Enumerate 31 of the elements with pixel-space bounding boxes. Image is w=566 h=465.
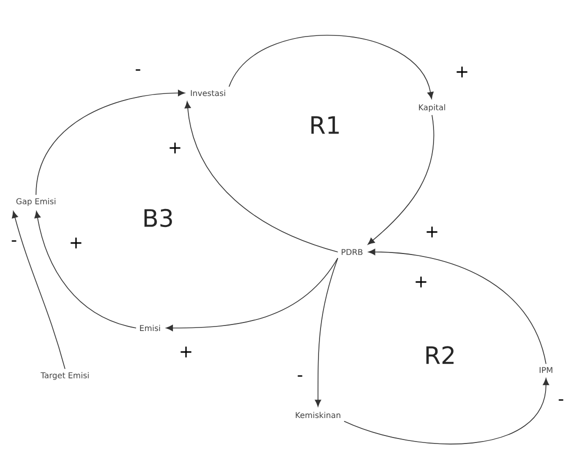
variable-text: Investasi	[190, 90, 226, 96]
polarity-sign: +	[454, 66, 470, 78]
polarity-sign: -	[296, 374, 304, 382]
arrow	[34, 211, 136, 328]
polarity-sign: +	[178, 346, 194, 358]
arrow	[12, 211, 66, 370]
variable-text: PDRB	[342, 249, 362, 255]
polarity-sign: -	[134, 68, 142, 76]
loop-label: R1	[311, 116, 339, 134]
loop-label: B3	[144, 208, 172, 228]
polarity-sign: +	[68, 236, 84, 250]
arrow	[36, 90, 185, 196]
variable-text: IPM	[540, 367, 552, 373]
polarity-sign: +	[166, 142, 184, 154]
variable-text: Kapital	[419, 104, 446, 112]
arrow	[368, 114, 434, 245]
variable-text: Target Emisi	[40, 372, 89, 380]
loop-label: R2	[426, 346, 454, 364]
arrow	[344, 378, 550, 444]
arrow	[314, 258, 338, 407]
polarity-sign: +	[424, 226, 440, 238]
variable-text: Kemiskinan	[296, 412, 340, 418]
polarity-sign: -	[10, 239, 18, 247]
polarity-sign: -	[556, 398, 566, 406]
arrow	[368, 248, 546, 364]
arrow	[184, 101, 338, 252]
variable-text: Gap Emisi	[16, 198, 56, 206]
arrow	[166, 258, 338, 332]
arrow	[228, 35, 434, 99]
polarity-sign: +	[412, 276, 430, 288]
variable-text: Emisi	[140, 324, 160, 332]
